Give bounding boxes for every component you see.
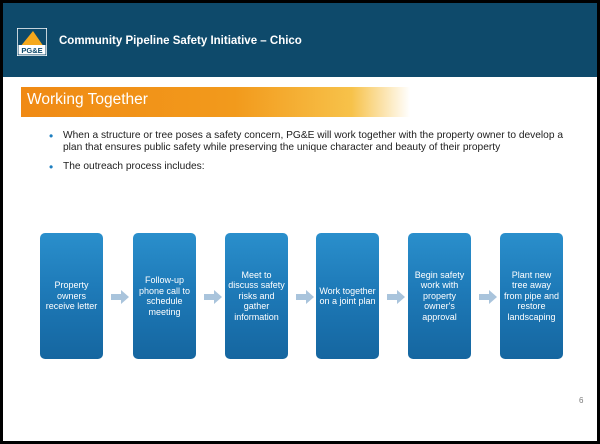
process-step-label: Meet to discuss safety risks and gather … <box>228 269 285 322</box>
bullet-list: • When a structure or tree poses a safet… <box>49 130 569 180</box>
process-step-2: Follow-up phone call to schedule meeting <box>133 233 196 359</box>
bullet-text: The outreach process includes: <box>63 161 205 172</box>
process-step-3: Meet to discuss safety risks and gather … <box>225 233 288 359</box>
arrow-right-icon <box>387 290 405 304</box>
bullet-icon: • <box>49 129 54 143</box>
header-title: Community Pipeline Safety Initiative – C… <box>59 35 302 47</box>
slide-number: 6 <box>579 396 584 405</box>
process-step-1: Property owners receive letter <box>40 233 103 359</box>
process-step-label: Property owners receive letter <box>45 280 98 312</box>
bullet-icon: • <box>49 160 54 174</box>
arrow-right-icon <box>479 290 497 304</box>
svg-text:PG&E: PG&E <box>21 46 42 55</box>
header-bar: PG&E Community Pipeline Safety Initiativ… <box>3 3 597 77</box>
bullet-item: • When a structure or tree poses a safet… <box>49 130 569 154</box>
process-step-4: Work together on a joint plan <box>316 233 379 359</box>
pge-logo-icon: PG&E <box>17 28 47 56</box>
arrow-right-icon <box>204 290 222 304</box>
bullet-item: • The outreach process includes: <box>49 161 569 173</box>
title-bar <box>21 87 410 117</box>
bullet-text: When a structure or tree poses a safety … <box>63 130 563 153</box>
process-step-6: Plant new tree away from pipe and restor… <box>500 233 563 359</box>
process-step-label: Follow-up phone call to schedule meeting <box>138 275 191 317</box>
process-step-5: Begin safety work with property owner's … <box>408 233 471 359</box>
slide-title: Working Together <box>27 91 148 108</box>
process-step-label: Begin safety work with property owner's … <box>414 269 465 322</box>
process-step-label: Work together on a joint plan <box>319 285 376 307</box>
slide: PG&E Community Pipeline Safety Initiativ… <box>3 3 597 441</box>
process-step-label: Plant new tree away from pipe and restor… <box>503 269 560 322</box>
arrow-right-icon <box>296 290 314 304</box>
arrow-right-icon <box>111 290 129 304</box>
